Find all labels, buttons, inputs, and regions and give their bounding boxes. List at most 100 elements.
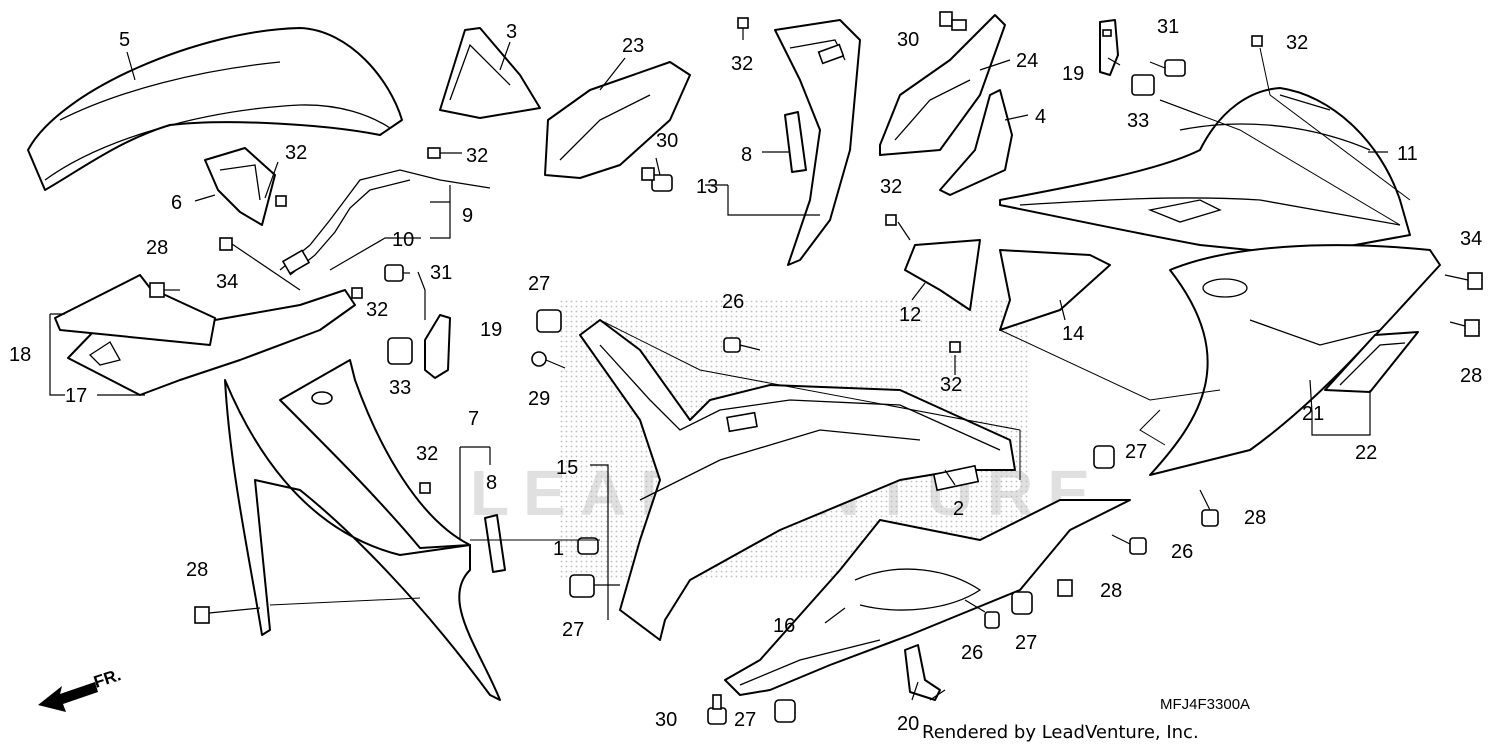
bolt-29[interactable] bbox=[531, 351, 566, 369]
bolt-30-upper[interactable] bbox=[939, 11, 967, 31]
part-12-duct[interactable] bbox=[904, 239, 981, 311]
diagram-code: MFJ4F3300A bbox=[1160, 696, 1250, 713]
callout-5: 5 bbox=[119, 29, 130, 51]
callout-27: 27 bbox=[734, 709, 756, 731]
callout-10: 10 bbox=[392, 229, 414, 251]
part-11-side-cowl[interactable] bbox=[999, 87, 1411, 256]
callout-12: 12 bbox=[899, 304, 921, 326]
callout-4: 4 bbox=[1035, 106, 1046, 128]
callout-27: 27 bbox=[528, 273, 550, 295]
callout-32: 32 bbox=[285, 142, 307, 164]
callout-26: 26 bbox=[961, 642, 983, 664]
bolt-28-center-right[interactable] bbox=[1057, 579, 1073, 597]
part-18-inner-panel[interactable] bbox=[54, 274, 216, 346]
callout-7: 7 bbox=[468, 408, 479, 430]
part-15-under-cowl[interactable] bbox=[579, 319, 1016, 641]
callout-26: 26 bbox=[1171, 541, 1193, 563]
part-16-lower-cowl[interactable] bbox=[724, 499, 1131, 696]
bolt-32-center-left[interactable] bbox=[351, 287, 363, 299]
callout-31: 31 bbox=[430, 262, 452, 284]
grommet-27-lower-right[interactable] bbox=[1011, 591, 1033, 615]
grommet-27-center[interactable] bbox=[569, 574, 620, 598]
assembly-lines bbox=[269, 47, 1411, 606]
callout-27: 27 bbox=[562, 619, 584, 641]
grommet-27-upper[interactable] bbox=[536, 309, 562, 333]
part-21-right-lower-cowl[interactable] bbox=[1149, 244, 1441, 476]
bolt-32-upper-b[interactable] bbox=[1251, 35, 1263, 47]
part-3-inner-panel[interactable] bbox=[439, 27, 541, 119]
callout-11: 11 bbox=[1397, 143, 1418, 165]
bolt-32-right-lower[interactable] bbox=[949, 341, 961, 353]
part-19-bracket-lower[interactable] bbox=[424, 314, 451, 379]
callout-34: 34 bbox=[216, 271, 238, 293]
callout-22: 22 bbox=[1355, 442, 1377, 464]
callout-24: 24 bbox=[1016, 50, 1038, 72]
callout-15: 15 bbox=[556, 457, 578, 479]
part-22-emblem[interactable] bbox=[1324, 331, 1419, 393]
callout-28: 28 bbox=[146, 237, 168, 259]
part-24-inner-panel[interactable] bbox=[879, 14, 1006, 156]
part-14-inner-cover[interactable] bbox=[999, 249, 1111, 331]
render-credit: Rendered by LeadVenture, Inc. bbox=[922, 722, 1199, 743]
bolt-32-right-mid[interactable] bbox=[885, 214, 897, 226]
callout-17: 17 bbox=[65, 385, 87, 407]
callout-13: 13 bbox=[696, 176, 718, 198]
callout-28: 28 bbox=[1100, 580, 1122, 602]
part-19-bracket-upper[interactable] bbox=[1099, 19, 1119, 76]
bolt-31-left[interactable] bbox=[384, 264, 410, 282]
callout-2: 2 bbox=[953, 498, 964, 520]
bolt-26-upper[interactable] bbox=[723, 337, 761, 353]
part-7-side-panel[interactable] bbox=[224, 359, 501, 701]
callout-28: 28 bbox=[186, 559, 208, 581]
callout-28: 28 bbox=[1460, 365, 1482, 387]
bolt-32-bracket[interactable] bbox=[275, 195, 287, 207]
callout-6: 6 bbox=[171, 192, 182, 214]
part-4-inner-panel[interactable] bbox=[939, 89, 1013, 196]
part-23-inner-cover[interactable] bbox=[544, 61, 691, 179]
callout-8: 8 bbox=[741, 144, 752, 166]
bolt-30-lower[interactable] bbox=[707, 694, 727, 725]
part-5-upper-cowl[interactable] bbox=[27, 27, 403, 191]
bolt-32-left[interactable] bbox=[427, 147, 462, 159]
part-6-bracket[interactable] bbox=[204, 147, 276, 226]
callout-34: 34 bbox=[1460, 228, 1482, 250]
bolt-32-left-lower[interactable] bbox=[419, 482, 431, 494]
bolt-28-right[interactable] bbox=[1449, 319, 1480, 337]
bolt-32-upper-a[interactable] bbox=[737, 17, 749, 40]
callout-31: 31 bbox=[1157, 16, 1179, 38]
bolt-28-left-lower[interactable] bbox=[194, 606, 261, 624]
callout-20: 20 bbox=[897, 713, 919, 735]
grommet-33-lower[interactable] bbox=[387, 337, 413, 365]
part-8-seal-lower[interactable] bbox=[484, 514, 506, 573]
callout-32: 32 bbox=[366, 299, 388, 321]
grommet-33-upper[interactable] bbox=[1131, 74, 1155, 96]
callout-32: 32 bbox=[731, 53, 753, 75]
callout-32: 32 bbox=[466, 145, 488, 167]
part-9-10-wire-harness[interactable] bbox=[279, 169, 491, 276]
callout-19: 19 bbox=[1062, 63, 1084, 85]
bolt-28-right-lower[interactable] bbox=[1199, 489, 1219, 527]
grommet-1[interactable] bbox=[577, 537, 599, 555]
callout-29: 29 bbox=[528, 388, 550, 410]
part-20-stay[interactable] bbox=[904, 644, 941, 701]
bolt-31-upper[interactable] bbox=[1149, 59, 1186, 77]
part-13-side-duct[interactable] bbox=[774, 19, 861, 266]
callout-21: 21 bbox=[1302, 403, 1324, 425]
bolt-34-right[interactable] bbox=[1444, 272, 1483, 290]
grommet-27-right[interactable] bbox=[1093, 445, 1115, 469]
bolt-26-right[interactable] bbox=[1111, 534, 1147, 555]
callout-1: 1 bbox=[553, 538, 564, 560]
part-8-seal-upper[interactable] bbox=[784, 111, 807, 173]
bolt-34-left[interactable] bbox=[219, 237, 301, 291]
bolt-26-lower[interactable] bbox=[964, 599, 1000, 629]
callouts: 5 3 23 32 30 24 31 32 19 4 33 11 32 6 32… bbox=[9, 16, 1482, 735]
bolt-30-mid[interactable] bbox=[641, 167, 673, 192]
front-label: FR. bbox=[91, 665, 123, 692]
grommet-27-lower[interactable] bbox=[774, 699, 796, 723]
callout-18: 18 bbox=[9, 344, 31, 366]
bolt-28-left-upper[interactable] bbox=[149, 282, 180, 298]
callout-30: 30 bbox=[656, 130, 678, 152]
callout-30: 30 bbox=[655, 709, 677, 731]
callout-3: 3 bbox=[506, 21, 517, 43]
